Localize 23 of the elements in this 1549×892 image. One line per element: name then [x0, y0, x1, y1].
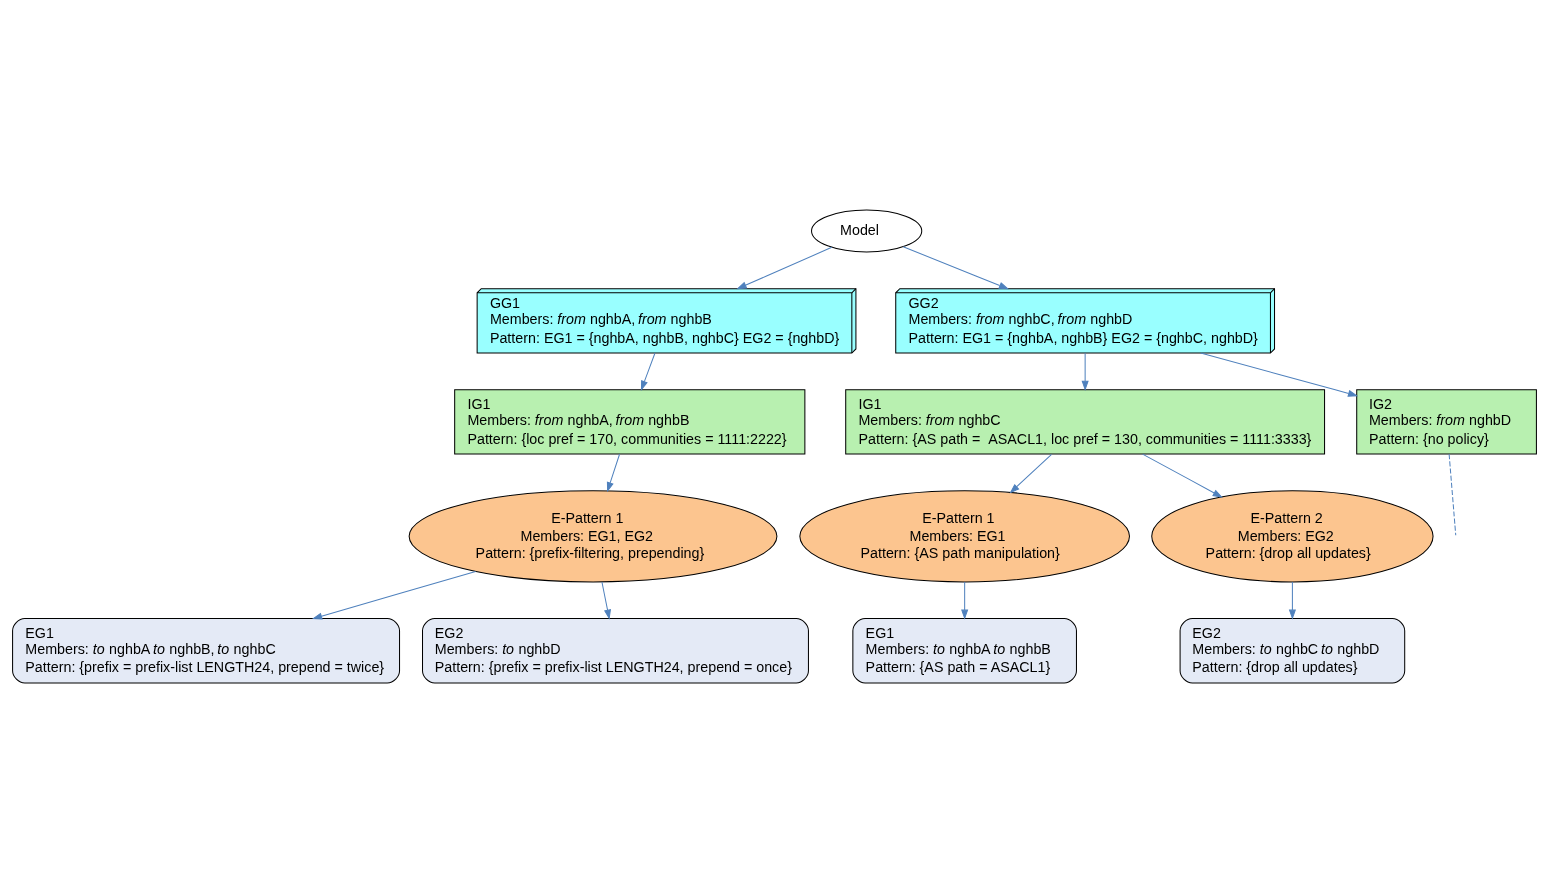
arrow [1081, 352, 1089, 391]
arrow [1142, 453, 1223, 498]
node-box: EG1 Members: to nghbA to nghbB Pattern: {AS path = ASACL1} [852, 617, 1077, 683]
arrow [961, 581, 969, 620]
node-box: IG1 Members: from nghbA, from nghbB Pattern: {loc pref = 170, communities = 1111:2222} [454, 388, 806, 455]
connector [1448, 453, 1457, 536]
arrow [601, 581, 611, 620]
arrow [1288, 581, 1296, 620]
node-ellipse: E-Pattern 1 Members: EG1, EG2 Pattern: {prefix-filtering, prepending} [408, 489, 778, 582]
arrow [1009, 453, 1053, 493]
arrow [1200, 352, 1359, 397]
node-box: IG2 Members: from nghbD Pattern: {no policy} [1356, 388, 1537, 455]
node-ellipse: E-Pattern 1 Members: EG1 Pattern: {AS path manipulation} [799, 489, 1130, 582]
node-box: EG2 Members: to nghbC to nghbD Pattern: {drop all updates} [1179, 617, 1406, 683]
node-box: EG2 Members: to nghbD Pattern: {prefix = prefix-list LENGTH24, prepend = once} [422, 617, 809, 683]
node-box: EG1 Members: to nghbA to nghbB, to nghbC Pattern: {prefix = prefix-list LENGTH24, prepend = twice} [12, 617, 401, 683]
arrow [640, 352, 656, 391]
arrow [902, 245, 1010, 289]
arrow [606, 453, 621, 492]
arrow [311, 570, 477, 620]
arrow [736, 246, 833, 289]
node-box: IG1 Members: from nghbC Pattern: {AS path = ASACL1, loc pref = 130, communities = 1111:3333} [845, 388, 1326, 455]
node-ellipse: Model [811, 209, 923, 252]
